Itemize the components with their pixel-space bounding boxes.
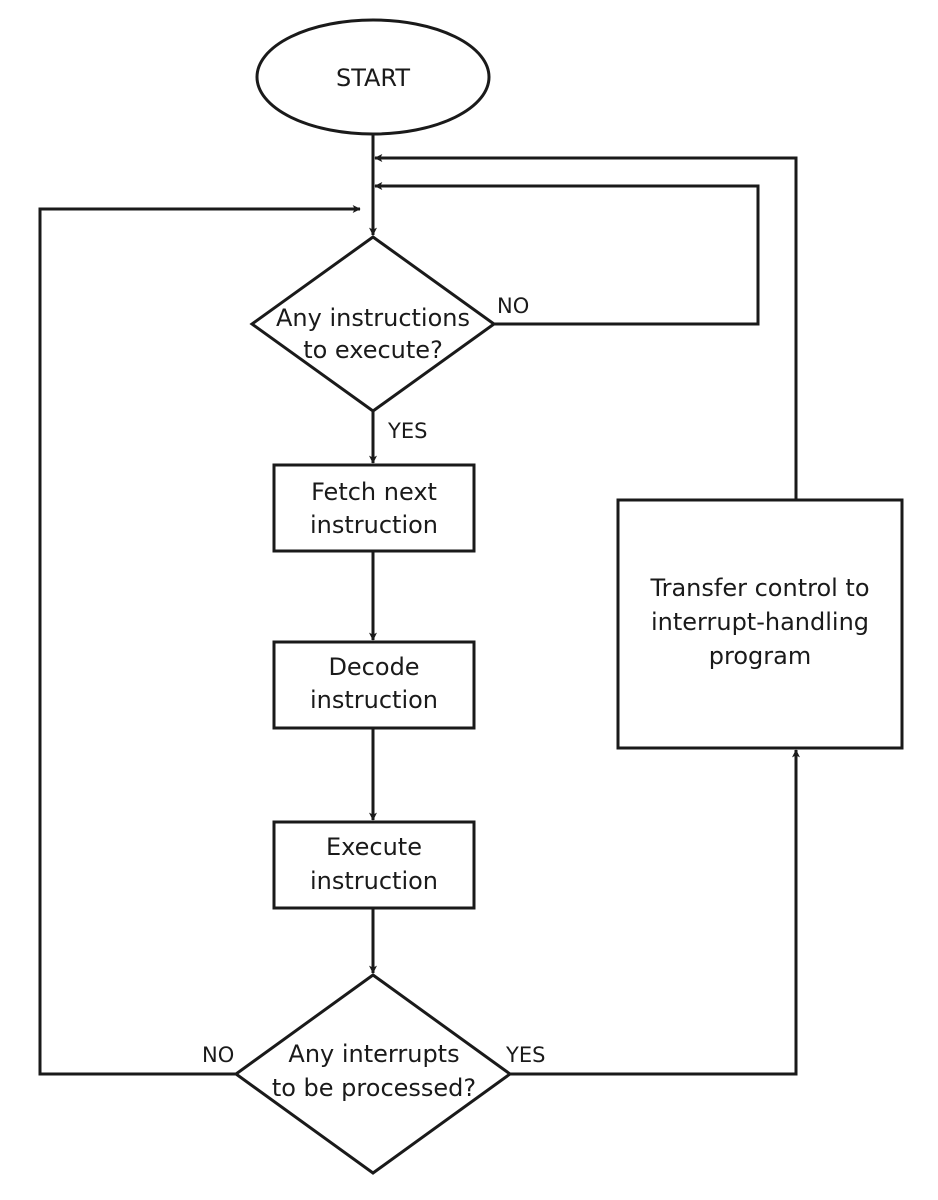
fetch-label-line2: instruction [310, 511, 438, 539]
interrupts-decision [233, 973, 513, 1175]
decode-label-line1: Decode [328, 653, 419, 681]
interrupts-question-line2: to be processed? [272, 1074, 476, 1102]
execute-label-line2: instruction [310, 867, 438, 895]
fetch-label-line1: Fetch next [311, 478, 437, 506]
transfer-return-arrow [374, 154, 798, 500]
decode-label-line2: instruction [310, 686, 438, 714]
interrupts-question-line1: Any interrupts [288, 1040, 459, 1068]
instructions-yes-label: YES [387, 419, 427, 443]
transfer-box [616, 498, 904, 750]
decode-box [272, 640, 476, 730]
transfer-label-line1: Transfer control to [649, 574, 869, 602]
transfer-label-line3: program [709, 642, 811, 670]
no-interrupts-loop-arrow [38, 205, 361, 1076]
transfer-label-line2: interrupt-handling [651, 608, 869, 636]
instructions-no-label: NO [497, 294, 529, 318]
interrupts-yes-label: YES [505, 1043, 545, 1067]
yes-interrupts-arrow [510, 749, 800, 1076]
instructions-question-line1: Any instructions [276, 304, 470, 332]
no-instructions-loop-arrow [374, 182, 760, 326]
execute-label-line1: Execute [326, 833, 422, 861]
start-label: START [336, 64, 410, 92]
instructions-question-line2: to execute? [303, 336, 443, 364]
interrupts-no-label: NO [202, 1043, 234, 1067]
execute-box [272, 820, 476, 910]
